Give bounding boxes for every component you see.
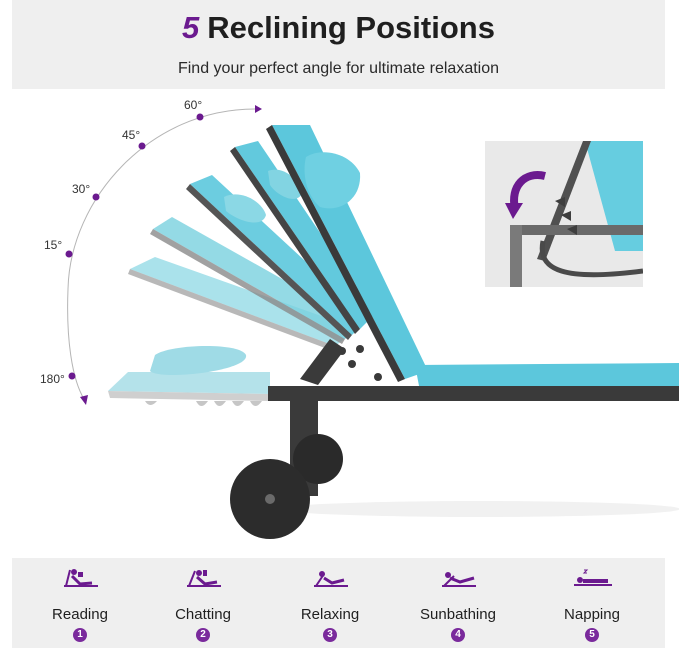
angle-dot-30 bbox=[92, 193, 100, 201]
position-label: Relaxing bbox=[300, 606, 360, 623]
position-badge: 2 bbox=[196, 628, 210, 642]
seat-frame bbox=[268, 386, 679, 401]
position-label: Sunbathing bbox=[420, 606, 496, 623]
backrest-15 bbox=[128, 257, 358, 351]
positions-bar: Reading 1 Chatting 2 Relaxing 3 Sunba bbox=[12, 558, 665, 648]
angle-label-45: 45° bbox=[122, 128, 141, 142]
ratchet-mechanism bbox=[300, 339, 382, 385]
title-number: 5 bbox=[182, 10, 200, 45]
position-sunbathing: Sunbathing 4 bbox=[398, 558, 518, 648]
lounger-illustration bbox=[65, 105, 679, 539]
chatting-icon bbox=[187, 570, 221, 587]
angle-dot-60 bbox=[196, 113, 204, 121]
seat-fabric bbox=[415, 363, 679, 391]
arc-arrow-start bbox=[80, 395, 88, 405]
position-badge: 3 bbox=[323, 628, 337, 642]
page-subtitle: Find your perfect angle for ultimate rel… bbox=[177, 60, 500, 77]
angle-dot-180 bbox=[68, 372, 76, 380]
rear-wheel bbox=[293, 434, 343, 484]
angle-dot-15 bbox=[65, 250, 73, 258]
pillow-flat bbox=[150, 345, 247, 376]
reading-icon bbox=[64, 569, 98, 587]
backrest-60 bbox=[230, 141, 375, 334]
angle-label-180: 180° bbox=[40, 372, 65, 386]
position-badge: 4 bbox=[451, 628, 465, 642]
position-label: Chatting bbox=[175, 606, 231, 623]
ratchet-detail bbox=[505, 141, 643, 287]
backrest-30 bbox=[150, 217, 362, 344]
position-relaxing: Relaxing 3 bbox=[270, 558, 390, 648]
napping-icon bbox=[574, 569, 612, 586]
relaxing-icon bbox=[314, 571, 348, 587]
angle-label-60: 60° bbox=[184, 98, 203, 112]
backrest-flat-ghost bbox=[108, 372, 270, 394]
sunbathing-icon bbox=[442, 572, 476, 587]
rotate-arrow-icon bbox=[510, 171, 546, 210]
angle-label-30: 30° bbox=[72, 182, 91, 196]
angle-label-15: 15° bbox=[44, 238, 63, 252]
position-badge: 1 bbox=[73, 628, 87, 642]
position-badge: 5 bbox=[585, 628, 599, 642]
ground-shadow bbox=[280, 501, 679, 517]
position-napping: Napping 5 bbox=[532, 558, 652, 648]
arc-arrow-end bbox=[255, 105, 262, 113]
position-label: Reading bbox=[52, 606, 108, 623]
angle-dot-45 bbox=[138, 142, 146, 150]
angle-arc bbox=[67, 108, 256, 400]
backrest-45 bbox=[186, 175, 368, 340]
title-text: Reclining Positions bbox=[207, 10, 495, 45]
detail-inset bbox=[485, 141, 643, 287]
backrest-upright bbox=[266, 125, 428, 382]
wheel-hub bbox=[265, 494, 275, 504]
position-label: Napping bbox=[564, 606, 620, 623]
ratchet-teeth-ghost bbox=[145, 401, 262, 406]
backrest-flat-frame bbox=[108, 391, 270, 401]
position-reading: Reading 1 bbox=[20, 558, 140, 648]
position-chatting: Chatting 2 bbox=[143, 558, 263, 648]
